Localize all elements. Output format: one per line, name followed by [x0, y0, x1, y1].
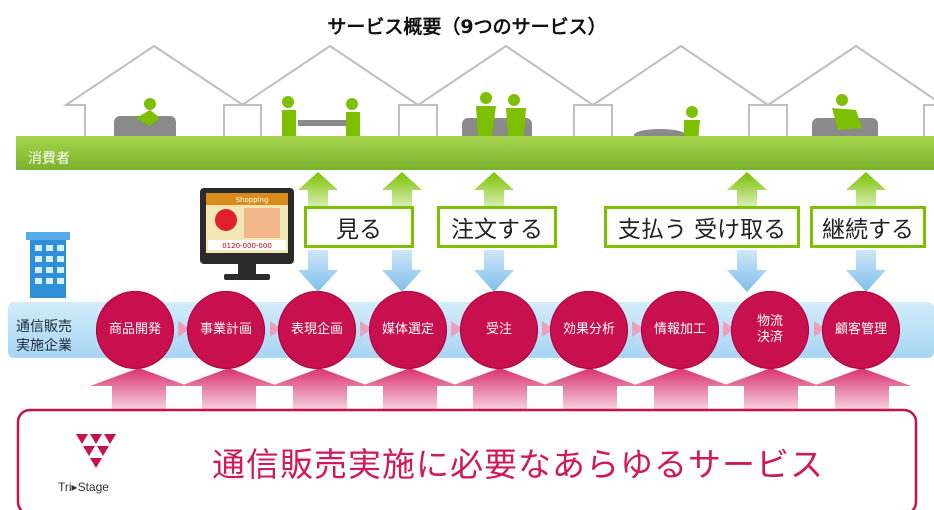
step-product-development: 商品開発 [96, 291, 174, 369]
step-logistics-payment: 物流 決済 [731, 291, 809, 369]
people-at-table-icon [282, 96, 294, 108]
step-media-selection: 媒体選定 [369, 291, 447, 369]
house-2 [238, 44, 422, 161]
house-3 [414, 44, 597, 161]
action-continue: 継続する [810, 206, 926, 248]
page-title: サービス概要（9つのサービス） [327, 16, 607, 38]
action-view: 見る [304, 206, 414, 248]
arrow-pair-4 [727, 172, 767, 292]
tv-brand-text: Shopping [236, 196, 269, 204]
company-label: 通信販売 実施企業 [16, 318, 72, 356]
step-order-receipt: 受注 [460, 291, 538, 369]
person-reading-icon [144, 98, 156, 110]
house-1 [62, 44, 247, 161]
step-connectors [178, 321, 826, 337]
step-business-plan: 事業計画 [187, 291, 265, 369]
flow-arrows [298, 172, 886, 292]
step-customer-management: 顧客管理 [822, 291, 900, 369]
consumer-label: 消費者 [28, 151, 70, 167]
tv-phone-text: 0120-000-000 [222, 242, 272, 250]
action-order: 注文する [437, 206, 557, 248]
office-building-icon [26, 232, 70, 298]
consumer-bar [16, 136, 934, 170]
step-label: 物流 決済 [756, 314, 783, 345]
tv-icon: Shopping 0120-000-000 [200, 188, 294, 280]
service-text: 通信販売実施に必要なあらゆるサービス [212, 445, 824, 484]
step-label: 顧客管理 [834, 322, 887, 337]
step-info-processing: 情報加工 [641, 291, 719, 369]
tristage-logo [76, 434, 116, 468]
person-relaxing-icon [836, 94, 848, 106]
step-label: 情報加工 [653, 322, 706, 337]
support-arrows [90, 368, 911, 410]
person-kneeling-icon [686, 106, 698, 118]
tristage-logo-text: Tri▸Stage [58, 480, 109, 494]
arrow-pair-3 [474, 172, 514, 292]
step-label: 商品開発 [108, 322, 161, 337]
step-effect-analysis: 効果分析 [550, 291, 628, 369]
table-icon [298, 120, 358, 126]
step-label: 媒体選定 [381, 322, 434, 337]
arrow-pair-2 [382, 172, 422, 292]
step-label: 効果分析 [562, 322, 615, 337]
company-label-text: 通信販売 実施企業 [16, 319, 72, 354]
step-label: 受注 [485, 322, 512, 337]
houses [62, 44, 934, 161]
arrow-pair-1 [298, 172, 338, 292]
step-label: 表現企画 [290, 322, 343, 337]
people-jumping-icon [480, 92, 492, 104]
step-label: 事業計画 [199, 322, 252, 337]
arrow-pair-5 [846, 172, 886, 292]
service-box [16, 408, 918, 510]
action-pay-receive: 支払う 受け取る [604, 206, 800, 248]
step-expression-planning: 表現企画 [278, 291, 356, 369]
sofa-icon [114, 116, 176, 142]
